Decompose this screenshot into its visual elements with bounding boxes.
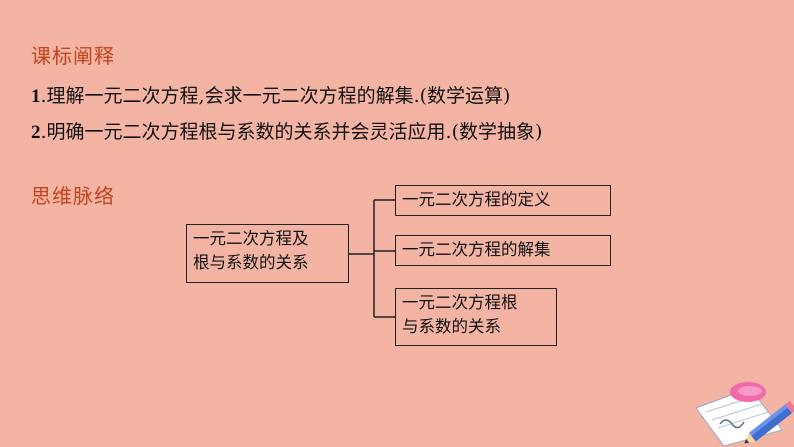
mindmap-child-node: 一元二次方程的定义 xyxy=(395,185,611,216)
mindmap-child-node: 一元二次方程根 与系数的关系 xyxy=(395,288,557,346)
pencil-notebook-icon xyxy=(695,382,794,447)
section-title-standards: 课标阐释 xyxy=(31,44,115,68)
node-line: 一元二次方程根 xyxy=(402,293,518,312)
mindmap-child-node: 一元二次方程的解集 xyxy=(395,235,611,266)
objective-item: 1.理解一元二次方程,会求一元二次方程的解集.(数学运算) xyxy=(31,81,510,108)
objective-text: .理解一元二次方程,会求一元二次方程的解集.(数学运算) xyxy=(40,85,511,107)
objective-item: 2.明确一元二次方程根与系数的关系并会灵活应用.(数学抽象) xyxy=(31,117,542,144)
objective-text: .明确一元二次方程根与系数的关系并会灵活应用.(数学抽象) xyxy=(40,121,543,143)
node-line: 一元二次方程的定义 xyxy=(402,190,551,209)
objective-number: 1 xyxy=(31,86,41,107)
section-title-mindmap: 思维脉络 xyxy=(31,184,115,208)
node-line: 根与系数的关系 xyxy=(193,253,309,272)
node-line: 一元二次方程及 xyxy=(193,229,309,248)
node-line: 与系数的关系 xyxy=(402,317,501,336)
node-line: 一元二次方程的解集 xyxy=(402,240,551,259)
mindmap-root-node: 一元二次方程及 根与系数的关系 xyxy=(186,224,349,283)
objective-number: 2 xyxy=(31,122,41,143)
